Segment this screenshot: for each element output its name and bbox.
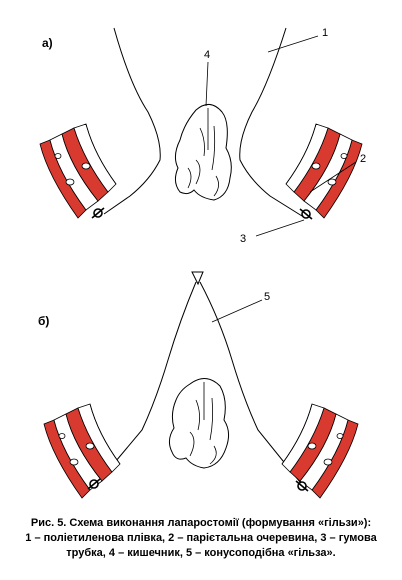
rubber-tube-right-b <box>295 480 309 492</box>
figure-caption: Рис. 5. Схема виконання лапаростомії (фо… <box>6 516 396 561</box>
caption-line-1: Рис. 5. Схема виконання лапаростомії (фо… <box>30 517 372 529</box>
abdominal-wall-right <box>285 123 363 219</box>
rubber-tube-left <box>91 207 105 219</box>
film-left <box>103 27 161 215</box>
cone-apex <box>191 271 204 286</box>
caption-line-2: 1 – поліетиленова плівка, 2 – парієтальн… <box>25 532 377 544</box>
callout-2: 2 <box>360 153 366 165</box>
film-right <box>239 27 303 217</box>
abdominal-wall-right-b <box>281 403 359 499</box>
panel-b: б) 5 <box>38 271 359 499</box>
rubber-tube-left-b <box>87 478 101 490</box>
panel-a-label: а) <box>42 36 53 50</box>
caption-line-3: трубка, 4 – кишечник, 5 – конусоподібна … <box>66 547 336 559</box>
panel-a: а) 1 4 2 3 <box>39 27 366 245</box>
callout-1: 1 <box>322 27 328 39</box>
cone-sleeve-right <box>199 281 301 483</box>
panel-b-label: б) <box>38 314 49 328</box>
callout-5: 5 <box>264 291 270 303</box>
callout-3: 3 <box>240 233 246 245</box>
cone-sleeve-left <box>99 281 197 481</box>
callout-4: 4 <box>204 49 210 61</box>
abdominal-wall-left-b <box>43 403 121 499</box>
abdominal-wall-left <box>39 123 117 219</box>
bowel <box>174 104 232 201</box>
rubber-tube-right <box>299 208 313 220</box>
